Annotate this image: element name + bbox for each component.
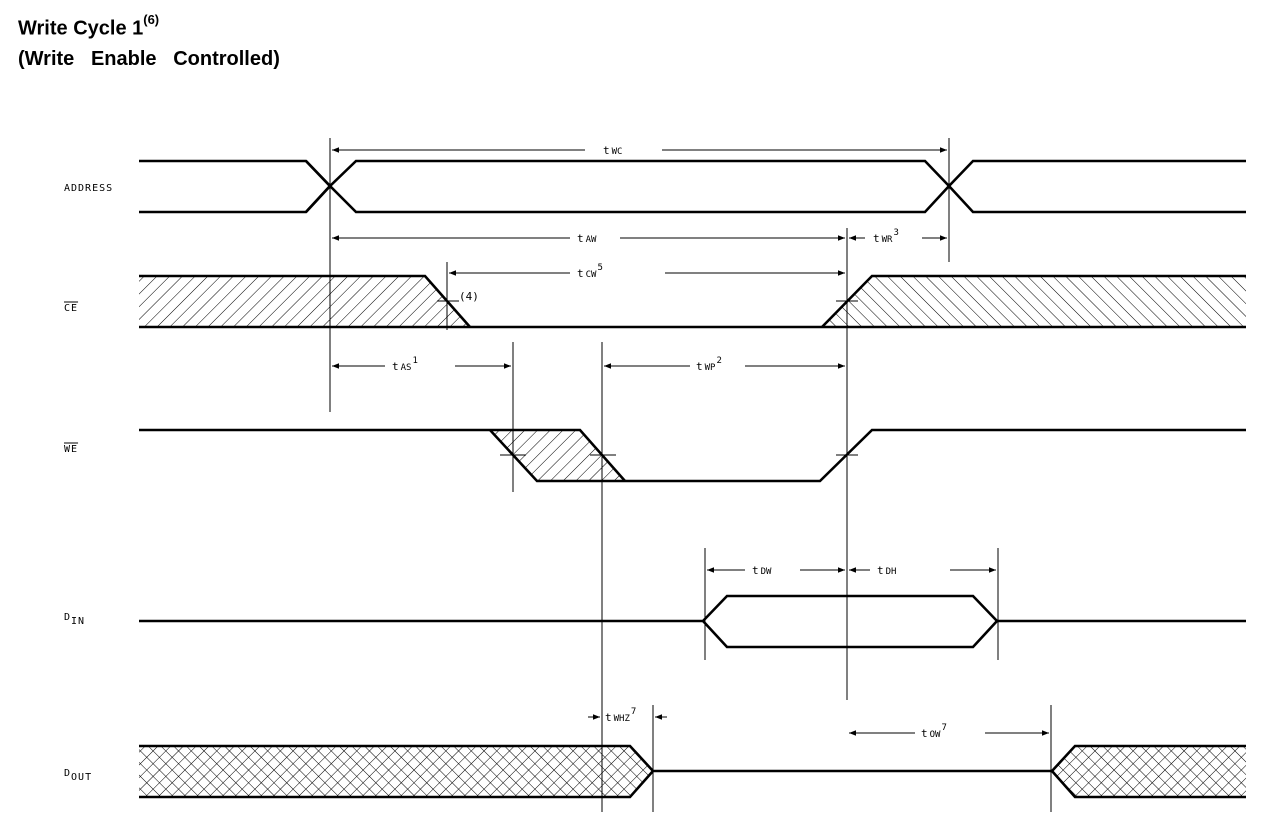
signal-label-address: ADDRESS bbox=[64, 183, 113, 194]
title-line-1: Write Cycle 1(6) bbox=[18, 8, 280, 44]
dout-waveform bbox=[139, 744, 1246, 799]
title-main: Write Cycle 1 bbox=[18, 17, 144, 40]
timing-label-note4: (4) bbox=[459, 290, 479, 303]
signal-label-we: WE bbox=[64, 444, 78, 455]
ce-waveform bbox=[139, 274, 1246, 329]
address-waveform bbox=[139, 159, 1246, 214]
signal-label-ce: CE bbox=[64, 303, 78, 314]
diagram-title: Write Cycle 1(6) (Write Enable Controlle… bbox=[18, 8, 280, 74]
din-waveform bbox=[139, 594, 1246, 649]
reference-lines bbox=[329, 138, 1052, 812]
signal-label-dout: DOUT bbox=[64, 768, 92, 783]
title-line-2: (Write Enable Controlled) bbox=[18, 47, 280, 70]
we-waveform bbox=[139, 428, 1246, 483]
title-footnote: (6) bbox=[143, 12, 160, 27]
signal-label-din: DIN bbox=[64, 612, 85, 627]
timing-arrows bbox=[332, 147, 1049, 736]
